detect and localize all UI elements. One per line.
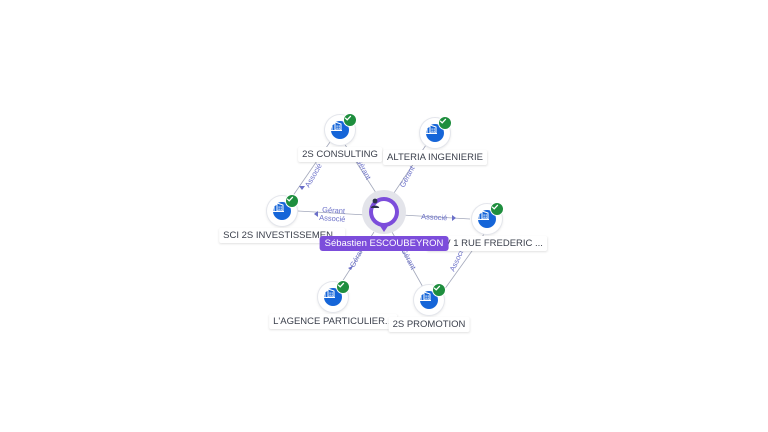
- node-label: L'AGENCE PARTICULIER...: [269, 314, 397, 329]
- verified-check-icon: [336, 280, 350, 294]
- center-person-label: Sébastien ESCOUBEYRON: [319, 236, 449, 251]
- verified-check-icon: [490, 202, 504, 216]
- edge-label: Associé: [303, 162, 324, 189]
- edge-arrow: [314, 211, 318, 217]
- edge-arrow: [299, 186, 305, 190]
- pin-tip: [378, 223, 390, 232]
- node-circle[interactable]: [325, 113, 357, 145]
- company-icon: [420, 291, 438, 309]
- node-circle[interactable]: [414, 283, 446, 315]
- verified-check-icon: [438, 116, 452, 130]
- company-icon: [331, 121, 349, 139]
- edge-arrow: [348, 266, 353, 270]
- edge-label: Gérant: [322, 205, 346, 216]
- edge-sci: [297, 210, 367, 216]
- person-icon: [370, 198, 395, 223]
- company-icon: [273, 202, 291, 220]
- company-icon: [426, 124, 444, 142]
- node-circle[interactable]: [318, 280, 350, 312]
- node-circle[interactable]: [420, 116, 452, 148]
- edge-scv: [401, 214, 471, 220]
- edge-label: Associé: [421, 212, 448, 222]
- company-icon: [478, 210, 496, 228]
- node-label: 2S PROMOTION: [388, 317, 470, 332]
- node-label: ALTERIA INGENIERIE: [383, 150, 487, 165]
- edge-label: Gérant: [398, 164, 417, 189]
- node-circle[interactable]: [267, 194, 299, 226]
- node-label: SCV 1 RUE FREDERIC ...: [427, 236, 547, 251]
- node-circle[interactable]: [472, 202, 504, 234]
- node-label: 2S CONSULTING: [298, 147, 382, 162]
- verified-check-icon: [285, 194, 299, 208]
- person-pin[interactable]: [369, 197, 399, 227]
- edge-label: Associé: [319, 213, 346, 224]
- verified-check-icon: [432, 283, 446, 297]
- verified-check-icon: [343, 113, 357, 127]
- node-label: SCI 2S INVESTISSEMEN...: [219, 228, 345, 243]
- company-icon: [324, 288, 342, 306]
- edge-arrow: [452, 215, 456, 221]
